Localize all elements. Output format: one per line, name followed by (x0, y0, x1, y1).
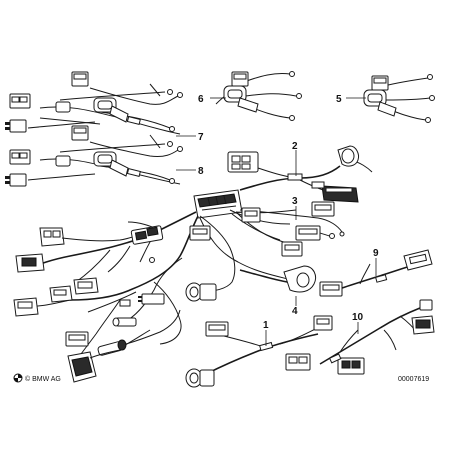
connector (419, 299, 433, 311)
harness-part-1 (185, 315, 333, 388)
sensor-plug (283, 265, 317, 293)
connector (71, 125, 89, 141)
inline-connector (97, 339, 127, 356)
inline-connector (112, 317, 137, 327)
label-part-1: 1 (263, 320, 269, 331)
harness-part-9 (319, 249, 433, 297)
connector (71, 71, 89, 87)
grommet-bracket (93, 151, 129, 177)
large-plug (67, 351, 97, 383)
ring-terminal (177, 92, 183, 98)
ring-terminal (167, 141, 173, 147)
label-part-3: 3 (292, 196, 298, 207)
ring-terminal (177, 146, 183, 152)
connector (281, 241, 303, 257)
connector (13, 297, 39, 317)
sleeve (126, 168, 141, 177)
sleeve (287, 173, 303, 181)
harness-part-6 (210, 71, 302, 121)
label-part-9: 9 (373, 248, 379, 259)
main-harness (13, 189, 345, 383)
connector (39, 227, 65, 247)
connector (295, 225, 321, 241)
part-number-labels: 7 8 6 5 2 3 9 4 1 10 (198, 94, 379, 331)
connector (73, 277, 99, 295)
label-part-2: 2 (292, 141, 298, 152)
sleeve (126, 116, 141, 125)
connector (241, 207, 261, 223)
ring-terminal (169, 178, 175, 184)
round-sensor-plug (185, 282, 217, 302)
label-part-5: 5 (336, 94, 342, 105)
bmw-logo-icon (13, 373, 23, 383)
ecu-connector (193, 189, 243, 219)
connector (311, 201, 335, 217)
connector (9, 149, 31, 165)
connector (5, 119, 27, 133)
connector (285, 353, 311, 371)
label-part-10: 10 (352, 312, 364, 323)
sleeve (311, 181, 325, 189)
connector (189, 225, 211, 241)
label-part-8: 8 (198, 166, 204, 177)
connector (138, 293, 165, 305)
connector (411, 315, 435, 335)
label-part-4: 4 (292, 306, 298, 317)
grommet-bracket (93, 97, 129, 123)
round-sensor-plug (185, 368, 215, 388)
harness-part-2 (227, 145, 373, 203)
connector (313, 315, 333, 331)
harness-group-upper-left (5, 71, 196, 187)
connector (9, 93, 31, 109)
drawing-number: 00007619 (398, 376, 429, 383)
label-part-7: 7 (198, 132, 204, 143)
grommet-bracket (55, 101, 71, 113)
connector (5, 173, 27, 187)
copyright-text: © BMW AG (25, 375, 61, 383)
connector (403, 249, 433, 271)
sleeve (119, 299, 131, 307)
connector (205, 321, 229, 337)
ring-terminal (169, 126, 175, 132)
connector (49, 285, 73, 303)
connector (337, 357, 365, 375)
connector (65, 331, 89, 347)
ring-terminal (167, 89, 173, 95)
grommet-bracket (55, 155, 71, 167)
connector (130, 225, 164, 245)
label-part-6: 6 (198, 94, 204, 105)
footer: © BMW AG 00007619 (13, 373, 429, 383)
harness-part-5 (346, 74, 435, 123)
connector (15, 253, 45, 273)
harness-part-10 (285, 299, 435, 375)
